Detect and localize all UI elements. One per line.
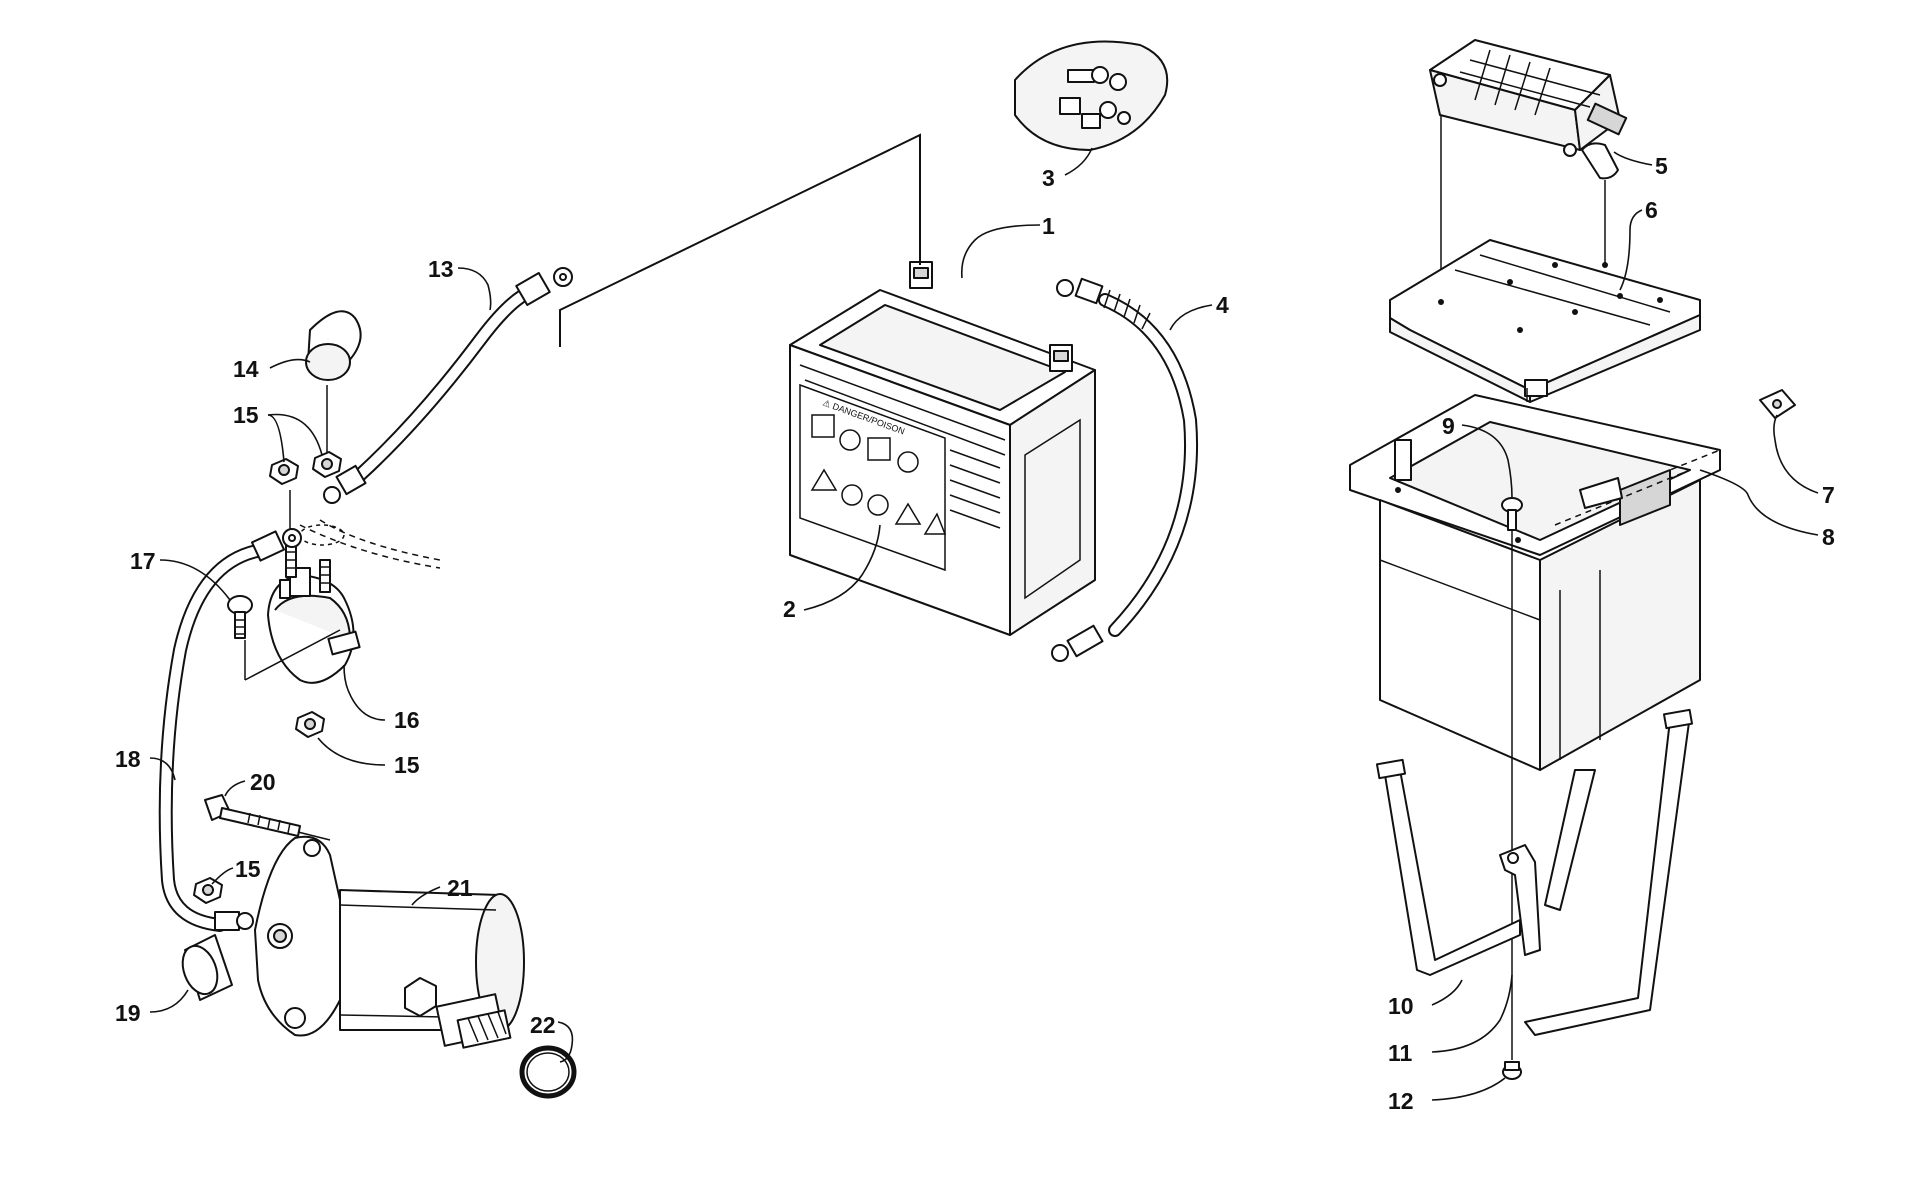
nut-solenoid-bottom (295, 711, 325, 738)
callout-2: 2 (783, 596, 796, 622)
callout-11: 11 (1388, 1040, 1413, 1066)
callout-4: 4 (1216, 292, 1229, 318)
callout-13: 13 (428, 256, 454, 282)
tray-support-brace (1499, 769, 1596, 956)
callout-5: 5 (1655, 153, 1668, 179)
nut-top-left (269, 458, 299, 485)
battery-tray (1349, 394, 1721, 771)
tray-clip-fastener (1581, 142, 1619, 265)
starter-motor (254, 835, 525, 1049)
callout-3: 3 (1042, 165, 1055, 191)
callout-6: 6 (1645, 197, 1658, 223)
callout-15a: 15 (233, 402, 259, 428)
battery-terminal-positive (1049, 344, 1073, 372)
fuse-relay-box (1429, 39, 1628, 157)
callout-14: 14 (233, 356, 259, 382)
callout-9: 9 (1442, 413, 1455, 439)
tray-nut (1502, 1061, 1522, 1080)
terminal-cap-top (305, 310, 362, 381)
tray-nut-clip (1759, 389, 1796, 419)
callout-19: 19 (115, 1000, 141, 1026)
callout-12: 12 (1388, 1088, 1414, 1114)
starter-solenoid (244, 519, 441, 684)
callout-16: 16 (394, 707, 420, 733)
callout-22: 22 (530, 1012, 556, 1038)
callout-labels: 1 2 3 4 5 6 7 8 9 10 11 12 13 14 15 16 1… (115, 153, 1835, 1114)
battery-tray-cover (1389, 239, 1701, 403)
callout-20: 20 (250, 769, 276, 795)
callout-15b: 15 (394, 752, 420, 778)
negative-battery-cable (323, 133, 921, 504)
mounting-screw (227, 595, 253, 680)
callout-17: 17 (130, 548, 156, 574)
callout-15c: 15 (235, 856, 261, 882)
terminal-cap-bottom (181, 934, 233, 1001)
callout-10: 10 (1388, 993, 1414, 1019)
starter-mounting-bolt (204, 794, 331, 841)
o-ring (519, 1045, 577, 1099)
terminal-hardware-kit (1014, 40, 1169, 151)
callout-1: 1 (1042, 213, 1055, 239)
tray-screw (1501, 497, 1523, 1060)
nut-top-right (312, 451, 342, 478)
leader-lines (149, 147, 1819, 1101)
battery-terminal-negative (909, 261, 933, 289)
callout-18: 18 (115, 746, 141, 772)
tray-support-bracket-left (1375, 758, 1521, 976)
positive-battery-cable (1051, 277, 1199, 662)
callout-8: 8 (1822, 524, 1835, 550)
nut-starter-terminal (193, 877, 223, 904)
callout-7: 7 (1822, 482, 1835, 508)
battery: ⚠ DANGER/POISON (789, 261, 1096, 636)
tray-support-bracket-right (1524, 708, 1694, 1036)
callout-21: 21 (447, 875, 473, 901)
